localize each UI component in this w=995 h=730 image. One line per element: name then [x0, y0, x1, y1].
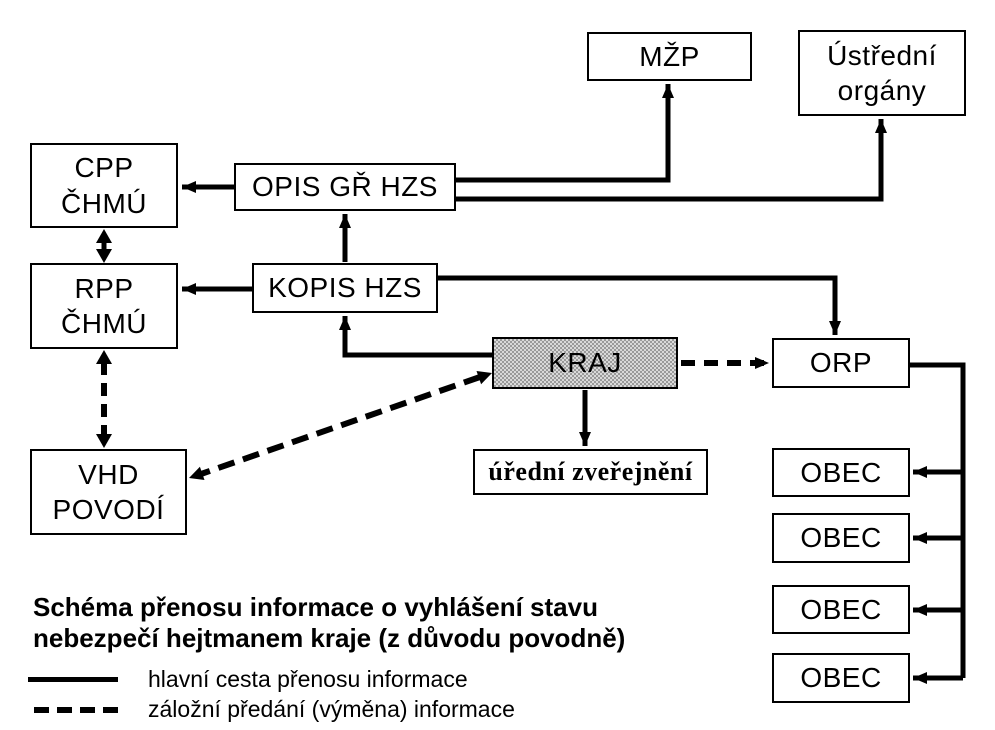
box-mzp-label: MŽP [639, 40, 700, 72]
arrowhead-rpp-down [96, 249, 112, 263]
arrow-opis-to-mzp [456, 84, 674, 183]
box-uredni-zverejneni-label: úřední zveřejnění [488, 456, 693, 486]
box-cpp-chmu: CPP ČHMÚ [30, 143, 178, 228]
box-kopis-hzs-label: KOPIS HZS [268, 272, 422, 304]
box-obec-3-label: OBEC [800, 593, 882, 625]
box-uredni-zverejneni: úřední zveřejnění [473, 449, 708, 495]
box-obec-2: OBEC [772, 513, 910, 563]
solid-arrows [101, 84, 966, 684]
arrowhead-diagonal-to-vhd [189, 466, 205, 480]
box-obec-2-label: OBEC [800, 522, 882, 554]
box-obec-3: OBEC [772, 585, 910, 634]
legend-row-dashed: záložní předání (výměna) informace [28, 696, 515, 723]
box-obec-1: OBEC [772, 448, 910, 497]
box-rpp-chmu-label: RPP ČHMÚ [61, 272, 147, 339]
arrow-opis-to-ustredni-organy [456, 119, 887, 202]
arrowhead-vhd-top-down [96, 434, 112, 448]
legend-row-solid: hlavní cesta přenosu informace [28, 666, 468, 693]
arrowhead-cpp-up [96, 229, 112, 243]
legend-solid-line-swatch [28, 677, 118, 682]
legend-dashed-line-swatch [34, 706, 118, 713]
box-rpp-chmu: RPP ČHMÚ [30, 263, 178, 349]
box-cpp-chmu-label: CPP ČHMÚ [61, 152, 147, 219]
arrowhead-diagonal-to-kraj [476, 371, 492, 385]
box-vhd-povodi-label: VHD POVODÍ [52, 458, 165, 525]
box-obec-4-label: OBEC [800, 662, 882, 694]
box-obec-1-label: OBEC [800, 456, 882, 488]
legend-solid-label: hlavní cesta přenosu informace [148, 666, 468, 692]
box-vhd-povodi: VHD POVODÍ [30, 449, 187, 535]
double-arrowheads [96, 229, 492, 480]
box-obec-4: OBEC [772, 653, 910, 703]
box-ustredni-organy-label: Ústřední orgány [827, 39, 937, 106]
arrowhead-rpp-bottom-up [96, 350, 112, 364]
arrow-kopis-to-orp [438, 275, 841, 335]
box-opis-gr-hzs: OPIS GŘ HZS [234, 163, 456, 211]
arrow-kraj-vhd-diagonal-dashed [200, 374, 481, 477]
dashed-arrows [101, 357, 769, 477]
diagram-title: Schéma přenosu informace o vyhlášení sta… [33, 592, 626, 653]
legend-dashed-label: záložní předání (výměna) informace [148, 696, 515, 722]
box-kraj-label: KRAJ [548, 347, 622, 379]
box-orp: ORP [772, 338, 910, 388]
box-orp-label: ORP [809, 347, 873, 379]
box-ustredni-organy: Ústřední orgány [798, 30, 966, 116]
arrow-kraj-to-kopis [339, 316, 492, 358]
orp-obec-trunk [910, 362, 966, 678]
box-mzp: MŽP [587, 32, 752, 81]
box-opis-gr-hzs-label: OPIS GŘ HZS [252, 171, 438, 203]
box-kopis-hzs: KOPIS HZS [252, 263, 438, 313]
box-kraj: KRAJ [492, 337, 678, 389]
